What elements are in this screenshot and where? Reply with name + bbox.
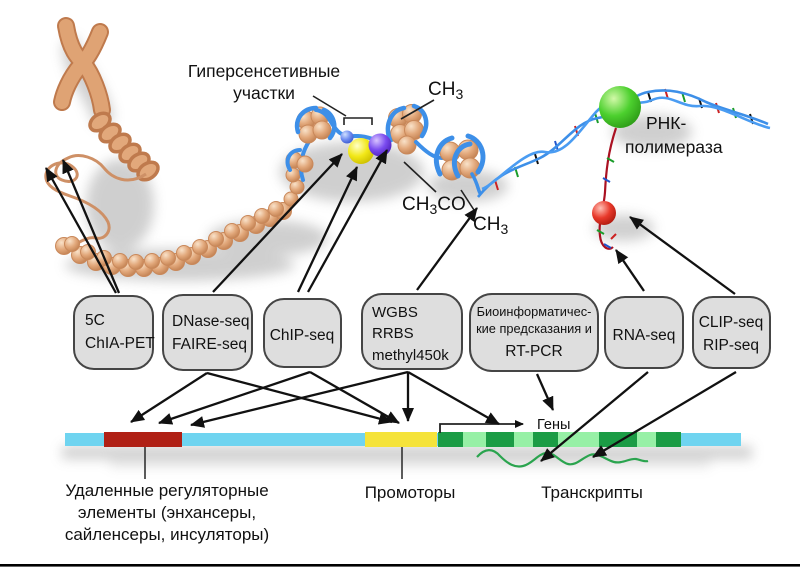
beaded-fiber — [55, 167, 305, 277]
labels-layer: Гиперсенсетивные участки CH3 CH3CO CH3 Р… — [65, 61, 723, 544]
shadow-layer — [62, 36, 752, 467]
method-box-label: RRBS — [372, 325, 414, 342]
distal-elements-label-line3: сайленсеры, инсуляторы) — [65, 525, 269, 544]
method-box-clip: CLIP-seq RIP-seq — [692, 296, 771, 369]
method-box-rnaseq: RNA-seq — [604, 296, 684, 369]
promoters-label: Промоторы — [365, 483, 456, 502]
rna-polymerase-label-line1: РНК- — [646, 113, 687, 133]
nucleosome-string — [285, 103, 486, 195]
rna-polymerase-label-line2: полимераза — [625, 137, 723, 157]
arrow-dnase-to-hypersensitive — [212, 153, 343, 293]
method-box-chip: ChIP-seq — [263, 298, 342, 368]
method-box-label: Биоинформатичес- — [477, 304, 592, 319]
chromatin-coil — [44, 111, 160, 248]
method-box-methyl: WGBS RRBS methyl450k — [361, 293, 463, 370]
arrow-methyl-to-distal — [190, 370, 409, 428]
tf-ball-purple — [368, 133, 392, 157]
method-box-bioinf: Биоинформатичес- кие предсказания и RT-P… — [469, 293, 599, 372]
method-box-label: RT-PCR — [505, 343, 562, 360]
arrow-clip-to-rna-protein — [629, 216, 736, 295]
arrow-5c-to-chromatin-1 — [44, 167, 118, 294]
arrow-5c-to-chromatin-2 — [61, 159, 121, 294]
arrow-chip-to-promoter — [309, 371, 400, 424]
tf-ball-yellow — [348, 138, 374, 164]
loose-fiber-loops — [44, 154, 147, 248]
method-box-label: WGBS — [372, 304, 418, 321]
arrow-chip-to-tf-purple — [306, 149, 389, 293]
method-box-label: ChIA-PET — [85, 335, 155, 352]
pointer-lines — [312, 95, 475, 211]
method-box-label: 5C — [85, 312, 105, 329]
hypersensitive-label-line2: участки — [233, 83, 295, 103]
hypersensitive-bracket — [343, 117, 373, 125]
distal-elements-label-line2: элементы (энхансеры, — [78, 503, 256, 522]
method-box-label: methyl450k — [372, 347, 449, 364]
ch3-top-label: CH3 — [428, 79, 463, 102]
ch3-top-pointer — [400, 99, 435, 120]
method-box-label: кие предсказания и — [476, 321, 592, 336]
rna-polymerase-ball — [599, 86, 641, 128]
arrow-chip-to-tf-yellow — [296, 166, 359, 293]
ch3co-label: CH3CO — [402, 194, 466, 217]
bottom-border-line — [0, 564, 800, 567]
method-box-label: RIP-seq — [703, 337, 759, 354]
method-box-label: CLIP-seq — [699, 314, 764, 331]
method-boxes: 5C ChIA-PET DNase-seq FAIRE-seq ChIP-seq… — [73, 293, 771, 372]
genes-label: Гены — [537, 417, 570, 433]
hypersensitive-pointer — [312, 95, 347, 117]
chromosome-illustration — [53, 17, 111, 119]
ch3co-pointer — [403, 161, 437, 193]
hypersensitive-label-line1: Гиперсенсетивные — [188, 61, 340, 81]
arrow-clip-to-transcript — [592, 371, 737, 458]
track-promoter — [365, 432, 437, 447]
arrows-layer — [44, 149, 737, 462]
method-box-5c: 5C ChIA-PET — [73, 295, 155, 370]
track-distal-element — [104, 432, 182, 447]
transcripts-label: Транскрипты — [541, 483, 643, 502]
distal-elements-label-line1: Удаленные регуляторные — [65, 481, 268, 500]
arrow-rnaseq-to-rna — [615, 249, 645, 292]
ch3-bottom-pointer — [460, 189, 475, 211]
method-box-dnase: DNase-seq FAIRE-seq — [162, 294, 253, 371]
method-box-label: ChIP-seq — [270, 327, 335, 344]
rna-binding-protein-ball — [592, 201, 616, 225]
arrow-rnaseq-to-transcript — [540, 371, 649, 462]
ch3-bottom-label: CH3 — [473, 214, 508, 237]
arrow-methyl-to-ch3 — [416, 207, 478, 291]
arrow-methyl-to-gene — [407, 371, 500, 425]
arrow-dnase-to-distal — [130, 372, 208, 423]
tf-ball-blue-small — [340, 130, 354, 144]
transcript-wave — [476, 449, 649, 468]
track-gene-exons — [438, 432, 681, 447]
arrow-bioinf-to-genes — [535, 373, 555, 411]
method-box-label: DNase-seq — [172, 313, 250, 330]
method-box-label: FAIRE-seq — [172, 336, 247, 353]
arrow-chip-to-distal — [158, 370, 311, 425]
gene-start-arrow — [439, 420, 524, 433]
method-box-label: RNA-seq — [613, 327, 676, 344]
